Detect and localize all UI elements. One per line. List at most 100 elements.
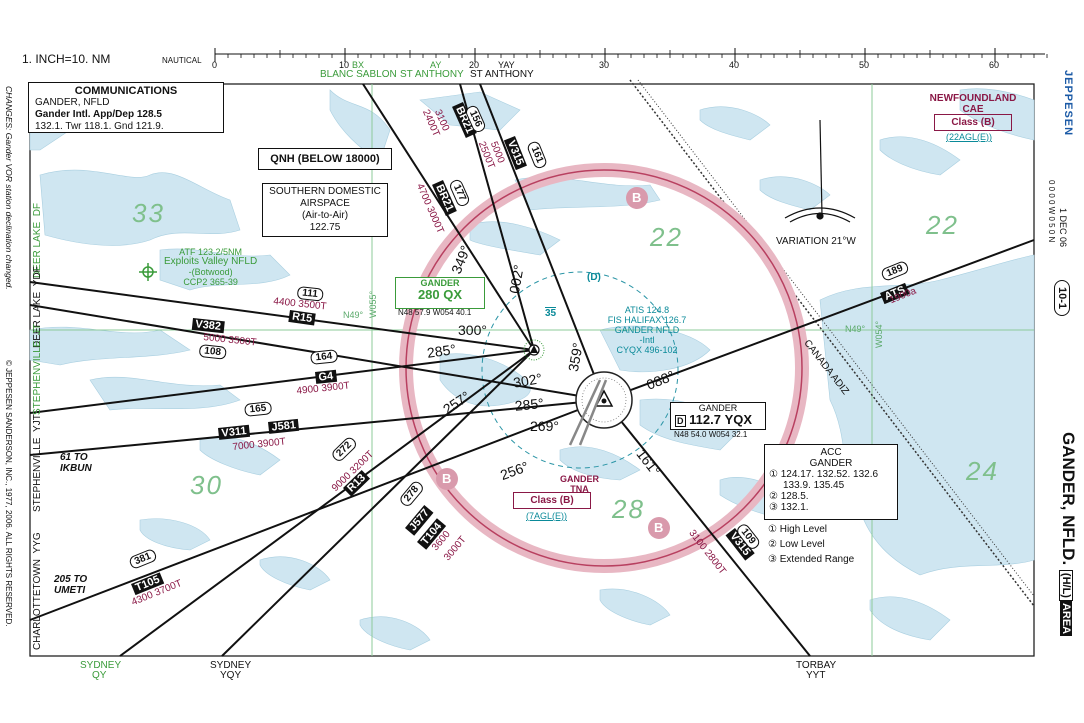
jeppesen-logo: JEPPESEN [1062, 70, 1074, 137]
gander-ndb [523, 339, 545, 361]
southern-airspace-box: SOUTHERN DOMESTIC AIRSPACE (Air-to-Air) … [262, 183, 388, 237]
sda-line3: (Air-to-Air) [301, 210, 349, 221]
ndb-ident: QX [443, 287, 463, 302]
acc-f3: ③ 132.1. [769, 502, 809, 513]
vor-ident: YQX [724, 412, 753, 427]
ndb-coords: N48 57.9 W054 40.1 [398, 308, 472, 317]
cae-class-box: Class (B) [934, 114, 1012, 131]
fix-st-anthony-ndb: ST ANTHONY [400, 69, 464, 80]
scale-tick-60: 60 [989, 60, 1000, 70]
gander-ndb-box: GANDER 280 QX [395, 277, 485, 309]
fix-bx: BX [352, 60, 365, 70]
grid-mora-28: 28 [612, 494, 645, 524]
acc-f1: ① 124.17. 132.52. 132.6 [769, 469, 879, 480]
airways [29, 83, 1035, 657]
fix-st-anthony-vor: ST ANTHONY [470, 69, 534, 80]
communications-box: COMMUNICATIONS GANDER, NFLD Gander Intl.… [28, 82, 224, 133]
vor-d: D [675, 415, 686, 427]
fix-qy: QY [92, 670, 107, 681]
chart-title: GANDER, NFLD. (H/L)AREA [1059, 432, 1078, 637]
scale-tick-30: 30 [599, 60, 610, 70]
scale-minor-ticks [214, 50, 1048, 58]
sda-line1: SOUTHERN DOMESTIC [269, 186, 381, 197]
copyright-note: © JEPPESEN SANDERSON, INC., 1977, 2006. … [4, 360, 13, 627]
fix-blanc-sablon: BLANC SABLON [320, 69, 397, 80]
scale-tick-10: 10 [339, 60, 350, 70]
class-d-label: (D) [587, 272, 601, 283]
fix-ay: AY [430, 60, 442, 70]
brg-269: 269° [530, 418, 559, 434]
communications-title: COMMUNICATIONS [74, 85, 178, 97]
canada-adiz-line [629, 79, 1035, 607]
gander-vor-box: GANDER D 112.7 YQX [670, 402, 766, 430]
scale-tick-20: 20 [469, 60, 480, 70]
runways [568, 379, 608, 446]
long-w055: W055° [368, 290, 378, 318]
scale-label: 1. INCH=10. NM [22, 52, 111, 66]
gander-vor-rose [575, 371, 633, 429]
changes-note: CHANGES: Gander VOR station declination … [4, 86, 14, 290]
fix-sydney-ndb: SYDNEY [80, 660, 122, 671]
fix-yay: YAY [498, 60, 515, 70]
long-w054: W054° [874, 320, 884, 348]
class-d-dashed [481, 271, 679, 469]
communications-line2: 132.1. Twr 118.1. Gnd 121.9. [35, 121, 164, 132]
fix-yqy: YQY [220, 670, 242, 681]
ndb-name: GANDER [420, 278, 460, 288]
acc-f2: ② 128.5. [769, 491, 809, 502]
fix-sydney-vor: SYDNEY [210, 660, 252, 671]
grid-mora-22a: 22 [650, 222, 683, 252]
cae-agl: (22AGL(E)) [946, 132, 993, 142]
fix-yyt: YYT [806, 670, 826, 681]
acc-title: ACC [820, 447, 842, 458]
class-b-markers [436, 187, 670, 539]
scale-tick-50: 50 [859, 60, 870, 70]
grid-mora-33: 33 [132, 198, 165, 228]
brg-285b: 285° [514, 394, 545, 414]
variation-label: VARIATION 21°W [776, 236, 856, 247]
scale-unit: NAUTICAL [162, 56, 202, 65]
lat-n49-left: N49° [343, 310, 364, 320]
ndb-freq: 280 [417, 287, 440, 302]
brg-300: 300° [458, 322, 487, 338]
chart-page: 10-1 [1054, 280, 1070, 317]
fix-torbay: TORBAY [796, 660, 837, 671]
north-arrow [784, 119, 856, 223]
sda-line2: AIRSPACE [300, 198, 350, 209]
b-marker-3: B [654, 520, 664, 535]
qnh-box: QNH (BELOW 18000) [258, 148, 392, 170]
lat-n49-right: N49° [845, 324, 866, 334]
chart-coord: 0 0 0 0 W 0 5 0 N [1047, 180, 1056, 243]
tna-agl: (7AGL(E)) [526, 511, 568, 521]
chart-date: 1 DEC 06 [1058, 208, 1068, 248]
mea-108: 108 [198, 344, 227, 360]
canada-adiz-line-2 [637, 79, 1035, 597]
vor-name: GANDER [698, 403, 738, 413]
fix-stephenville-vor: STEPHENVILLE YJT [32, 414, 43, 512]
b-marker-1: B [632, 190, 642, 205]
communications-location: GANDER, NFLD [35, 97, 110, 108]
fix-stephenville-ndb: STEPHENVILLE JT [32, 323, 43, 415]
grid-mora-30: 30 [190, 470, 223, 500]
b-marker-2: B [442, 471, 452, 486]
vor-coords: N48 54.0 W054 32.1 [674, 430, 748, 439]
scale-tick-0: 0 [212, 60, 218, 70]
acc-sub: GANDER [809, 458, 853, 469]
communications-line1: Gander Intl. App/Dep 128.5 [35, 109, 162, 120]
grid-mora-22b: 22 [926, 210, 959, 240]
fix-charlottetown: CHARLOTTETOWN YYG [32, 532, 43, 650]
vor-freq: 112.7 [689, 412, 721, 427]
acc-box: ACC GANDER ① 124.17. 132.52. 132.6 133.9… [764, 444, 898, 520]
sda-line4: 122.75 [309, 222, 341, 233]
grid-mora-24: 24 [966, 456, 999, 486]
airport-elev: 35 [545, 307, 557, 319]
exploits-airport [139, 263, 157, 281]
acc-f1b: 133.9. 135.45 [783, 480, 845, 491]
